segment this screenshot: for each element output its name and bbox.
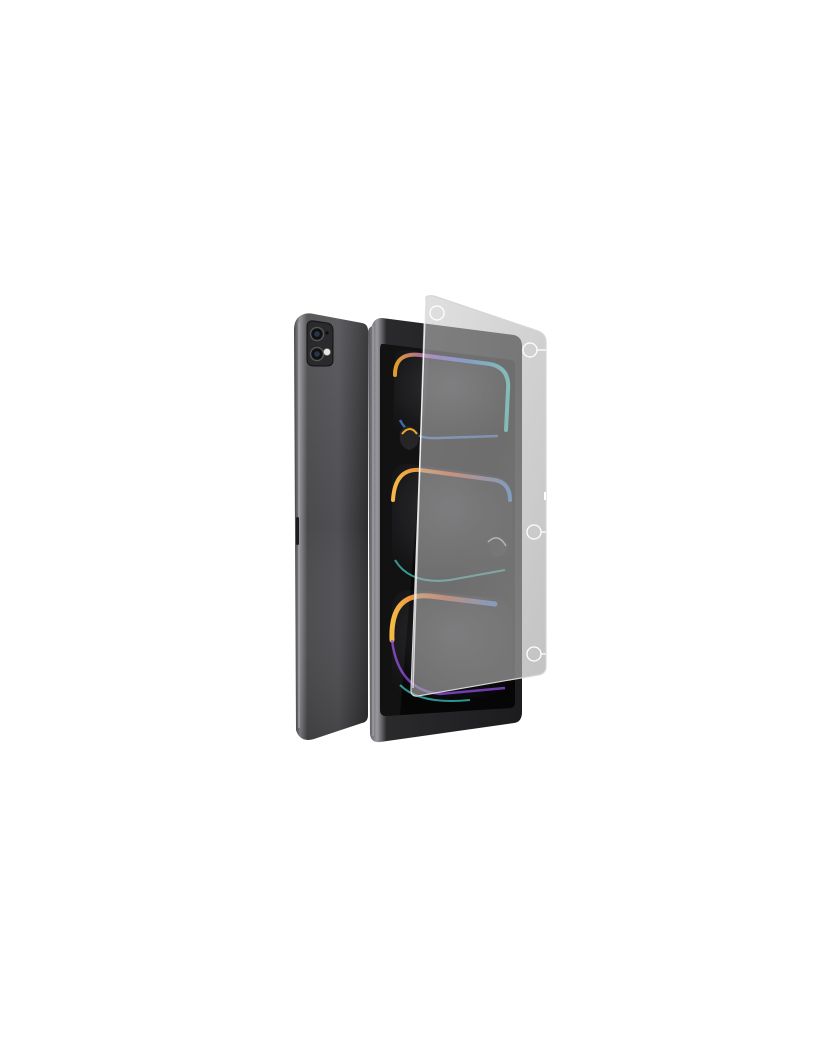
- camera-module-icon: [306, 320, 334, 367]
- screen-protector-glass: [410, 295, 547, 697]
- alignment-circle-icon: [526, 524, 546, 540]
- alignment-circle-icon: [526, 646, 546, 662]
- tablet-back-panel: [294, 313, 368, 740]
- alignment-circle-icon: [429, 305, 445, 321]
- alignment-circle-icon: [522, 342, 546, 358]
- side-button: [296, 517, 299, 545]
